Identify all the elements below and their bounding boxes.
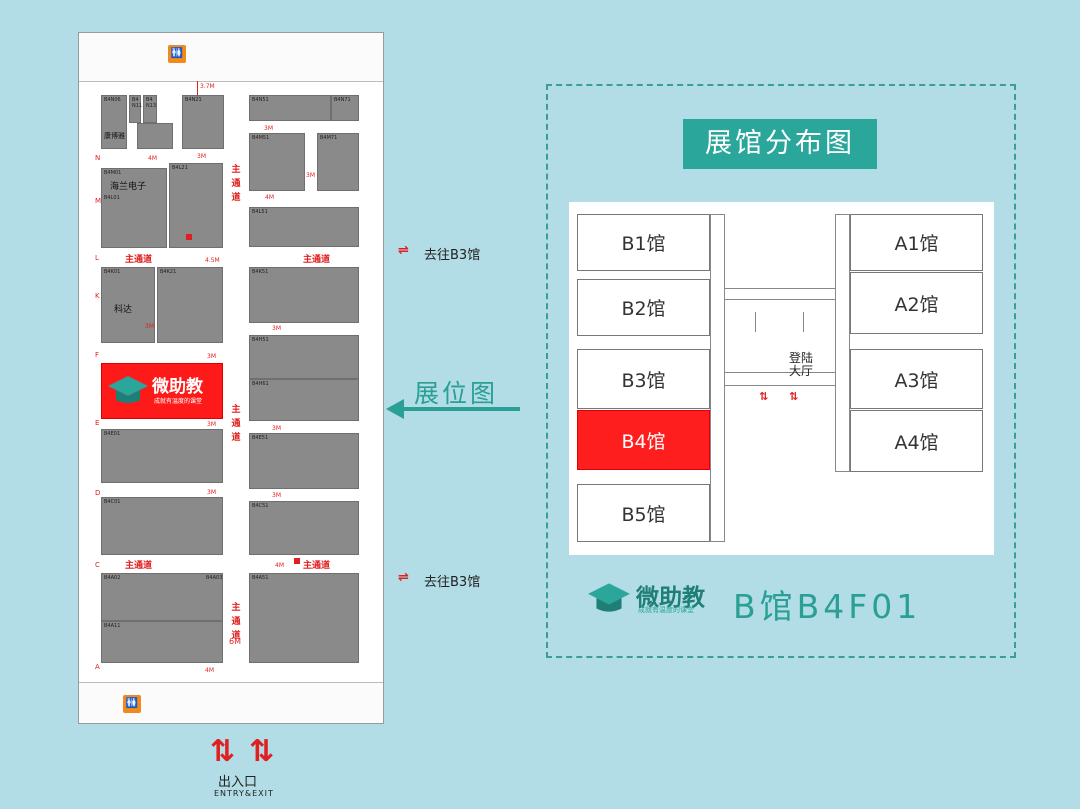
- booth[interactable]: B4 N13: [143, 95, 157, 123]
- to-b3-label[interactable]: 去往B3馆: [424, 575, 481, 590]
- dimension-label: 4M: [275, 562, 284, 569]
- hall-b5[interactable]: B5馆: [577, 484, 710, 542]
- aisle-label: 主通道: [125, 561, 153, 571]
- row-label: A: [95, 663, 100, 671]
- lobby-arrow-icon: ⇅: [789, 390, 799, 403]
- booth[interactable]: B4M01 海兰电子 B4L01: [101, 168, 167, 248]
- dimension-label: 3M: [272, 425, 281, 432]
- dimension-label: 4M: [148, 155, 157, 162]
- booth[interactable]: B4N21: [182, 95, 224, 149]
- booth-code: B馆B4F01: [733, 587, 922, 626]
- panel-title: 展馆分布图: [683, 119, 877, 169]
- connector: [725, 288, 835, 300]
- hall-b2[interactable]: B2馆: [577, 279, 710, 336]
- lobby-label: 登陆大厅: [789, 351, 814, 378]
- pointer-arrow-head: [386, 399, 404, 419]
- booth[interactable]: B4K51: [249, 267, 359, 323]
- booth[interactable]: B4L21: [169, 163, 223, 248]
- row-label: E: [95, 419, 100, 427]
- entry-exit-label: 出入口: [218, 775, 258, 790]
- highlight-slogan: 成就有温度的课堂: [154, 398, 203, 405]
- dimension-label: 3M: [264, 125, 273, 132]
- aisle-label: 主通道: [125, 255, 153, 265]
- hall-b1[interactable]: B1馆: [577, 214, 710, 271]
- row-label: L: [95, 254, 99, 262]
- hall-a4[interactable]: A4馆: [850, 410, 983, 472]
- graduation-cap-icon: [588, 583, 630, 612]
- booth[interactable]: B4C51: [249, 501, 359, 564]
- hall-b3[interactable]: B3馆: [577, 349, 710, 409]
- booth[interactable]: B4H61: [249, 379, 359, 421]
- row-label: N: [95, 154, 101, 162]
- booth[interactable]: [137, 123, 173, 149]
- row-label: M: [95, 197, 102, 205]
- booth[interactable]: B4E51: [249, 433, 359, 489]
- dimension-label: 3M: [145, 323, 154, 330]
- booth[interactable]: B4K01 科达: [101, 267, 155, 343]
- entry-exit-label-en: ENTRY&EXIT: [214, 789, 274, 798]
- vertical-aisle-label: 主通道: [231, 603, 241, 641]
- vertical-aisle-label: 主通道: [231, 165, 241, 203]
- top-wall: [79, 33, 383, 82]
- hall-map: B1馆 B2馆 B3馆 B4馆 B5馆 A1馆 A2馆 A3馆 A4馆 登陆大厅…: [569, 202, 994, 555]
- dimension-label: 3M: [207, 489, 216, 496]
- booth[interactable]: B4N06 康博雅: [101, 95, 127, 149]
- booth[interactable]: B4A11: [101, 621, 223, 663]
- dimension-label: 3M: [207, 421, 216, 428]
- graduation-cap-icon: [108, 376, 148, 403]
- restroom-icon: 🚻: [123, 695, 141, 713]
- booth[interactable]: B4M51: [249, 133, 305, 191]
- bidirectional-arrow-icon: ⇌: [398, 570, 409, 585]
- entry-exit-arrows-icon: ⇅⇅: [210, 734, 289, 769]
- hall-a2[interactable]: A2馆: [850, 272, 983, 334]
- hall-a1[interactable]: A1馆: [850, 214, 983, 271]
- aisle-label: 主通道: [303, 561, 331, 571]
- booth[interactable]: B4A51: [249, 573, 359, 663]
- bidirectional-arrow-icon: ⇌: [398, 243, 409, 258]
- row-label: K: [95, 292, 100, 300]
- vertical-aisle-label: 主通道: [231, 405, 241, 443]
- booth[interactable]: B4N51: [249, 95, 331, 121]
- highlight-booth[interactable]: 微助教 成就有温度的课堂: [101, 363, 223, 419]
- hall-b4[interactable]: B4馆: [577, 410, 710, 470]
- floor-plan: 🚻 🚻 N M L K F E D C A B4N06 康博雅 B4 N11 B…: [78, 32, 384, 724]
- brand-slogan: 成就有温度的课堂: [638, 606, 694, 614]
- connector: [725, 372, 835, 386]
- a-corridor: [835, 214, 850, 472]
- booth[interactable]: B4M71: [317, 133, 359, 191]
- highlight-brand: 微助教: [152, 377, 203, 397]
- to-b3-label[interactable]: 去往B3馆: [424, 248, 481, 263]
- row-label: D: [95, 489, 101, 497]
- booth[interactable]: B4 N11: [129, 95, 142, 123]
- dimension-label: 6M: [229, 637, 241, 646]
- pointer-arrow: [402, 407, 520, 411]
- booth[interactable]: B4L51: [249, 207, 359, 247]
- b-corridor: [710, 214, 725, 542]
- hall-distribution-panel: [546, 84, 1016, 658]
- lobby-arrow-icon: ⇅: [759, 390, 769, 403]
- brand-name: 微助教: [636, 585, 705, 611]
- dimension-label: 3M: [207, 353, 216, 360]
- row-label: C: [95, 561, 100, 569]
- dimension-line: [197, 81, 198, 95]
- dimension-label: 3M: [272, 325, 281, 332]
- booth[interactable]: B4H51: [249, 335, 359, 379]
- aisle-label: 主通道: [303, 255, 331, 265]
- hall-a3[interactable]: A3馆: [850, 349, 983, 409]
- booth[interactable]: B4E01: [101, 429, 223, 483]
- dimension-label: 4M: [205, 667, 214, 674]
- dimension-label: 3M: [272, 492, 281, 499]
- row-label: F: [95, 351, 100, 359]
- booth[interactable]: B4C01: [101, 497, 223, 555]
- dimension-label: 3M: [306, 172, 315, 179]
- dimension-label: 3.7M: [200, 83, 215, 90]
- booth[interactable]: B4A02 B4A03: [101, 573, 223, 621]
- booth[interactable]: B4K21: [157, 267, 223, 343]
- dimension-label: 4.5M: [205, 257, 220, 264]
- dimension-label: 3M: [197, 153, 206, 160]
- dimension-label: 4M: [265, 194, 274, 201]
- restroom-icon: 🚻: [168, 45, 186, 63]
- booth[interactable]: B4N71: [331, 95, 359, 121]
- layout-label: 展位图: [414, 379, 499, 408]
